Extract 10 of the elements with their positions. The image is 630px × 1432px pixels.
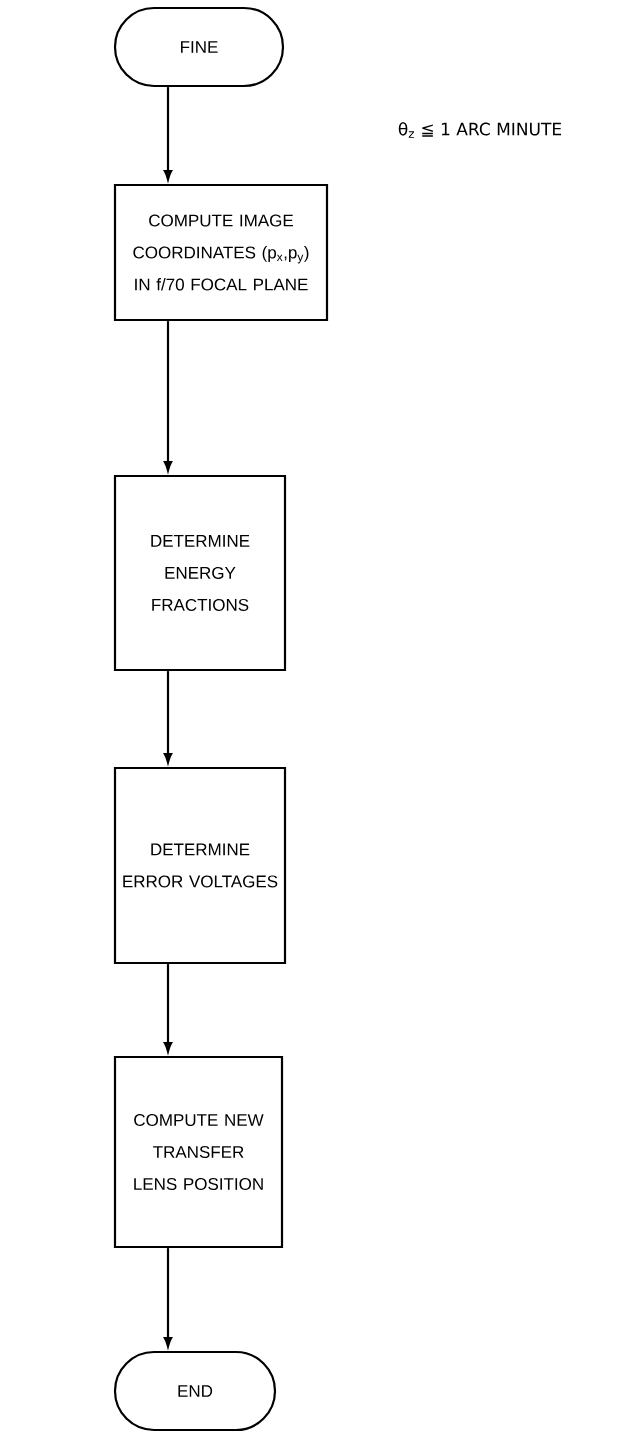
arrow <box>163 87 173 181</box>
process-box: DETERMINE ERROR VOLTAGES <box>113 766 287 965</box>
process-box: DETERMINE ENERGY FRACTIONS <box>113 474 287 672</box>
process-box: COMPUTE NEW TRANSFER LENS POSITION <box>113 1055 284 1249</box>
arrow <box>163 964 173 1053</box>
arrow <box>163 321 173 472</box>
arrow <box>163 671 173 764</box>
condition-note: θ$_{z}$ ≦ 1 ARC MINUTE <box>398 122 562 138</box>
arrow <box>163 1248 173 1348</box>
process-box: COMPUTE IMAGE COORDINATES (p$_{x}$,p$_{y}$) IN f/70 FOCAL PLANE <box>113 183 329 322</box>
